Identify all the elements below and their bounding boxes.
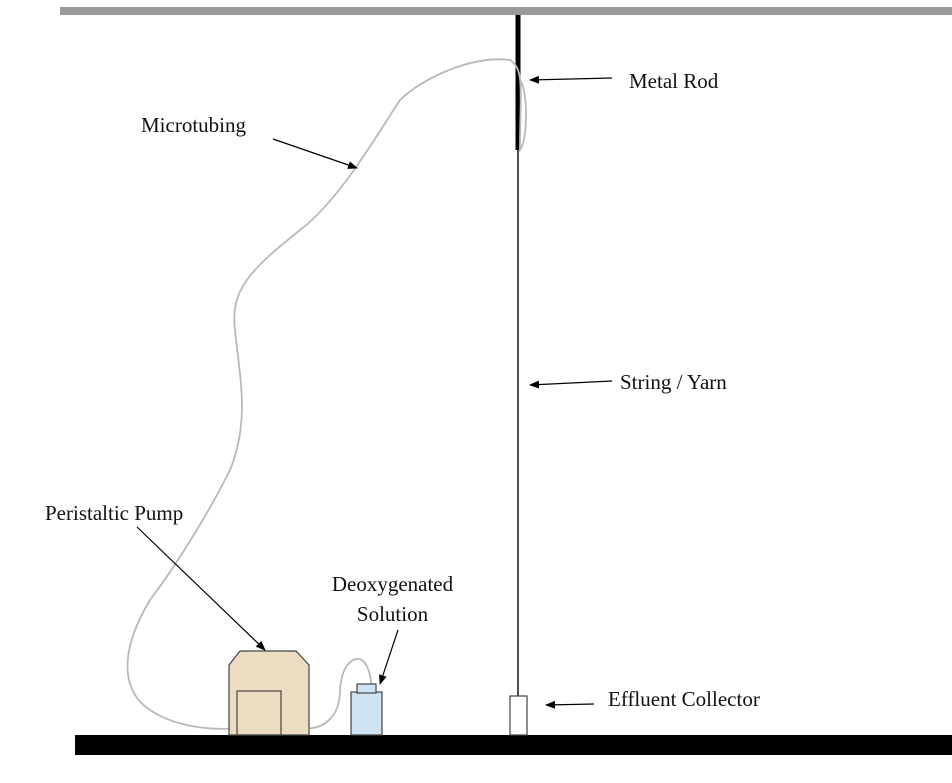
effluent-collector-arrow	[545, 700, 595, 709]
metal-rod-arrow	[529, 75, 613, 84]
string-yarn-arrow	[529, 380, 613, 389]
ceiling-bar	[60, 7, 952, 15]
peristaltic-pump-label: Peristaltic Pump	[45, 501, 184, 525]
peristaltic-pump-arrow	[136, 526, 266, 651]
deoxygenated-arrow	[379, 629, 399, 685]
solution-bottle-cap	[356, 683, 377, 694]
microtubing-label: Microtubing	[141, 113, 246, 137]
microtubing	[126, 58, 527, 730]
effluent-collector	[509, 695, 528, 736]
deoxygenated-label-line2: Solution	[356, 602, 429, 626]
solution-bottle	[350, 691, 383, 736]
floor-bar	[75, 735, 952, 755]
string-yarn-label: String / Yarn	[620, 370, 727, 394]
microtubing-arrow	[272, 138, 358, 169]
metal-rod-label: Metal Rod	[629, 69, 719, 93]
effluent-collector-label: Effluent Collector	[608, 687, 760, 711]
peristaltic-pump	[228, 650, 310, 736]
deoxygenated-label-line1: Deoxygenated	[331, 572, 454, 596]
pump-window	[236, 690, 282, 736]
